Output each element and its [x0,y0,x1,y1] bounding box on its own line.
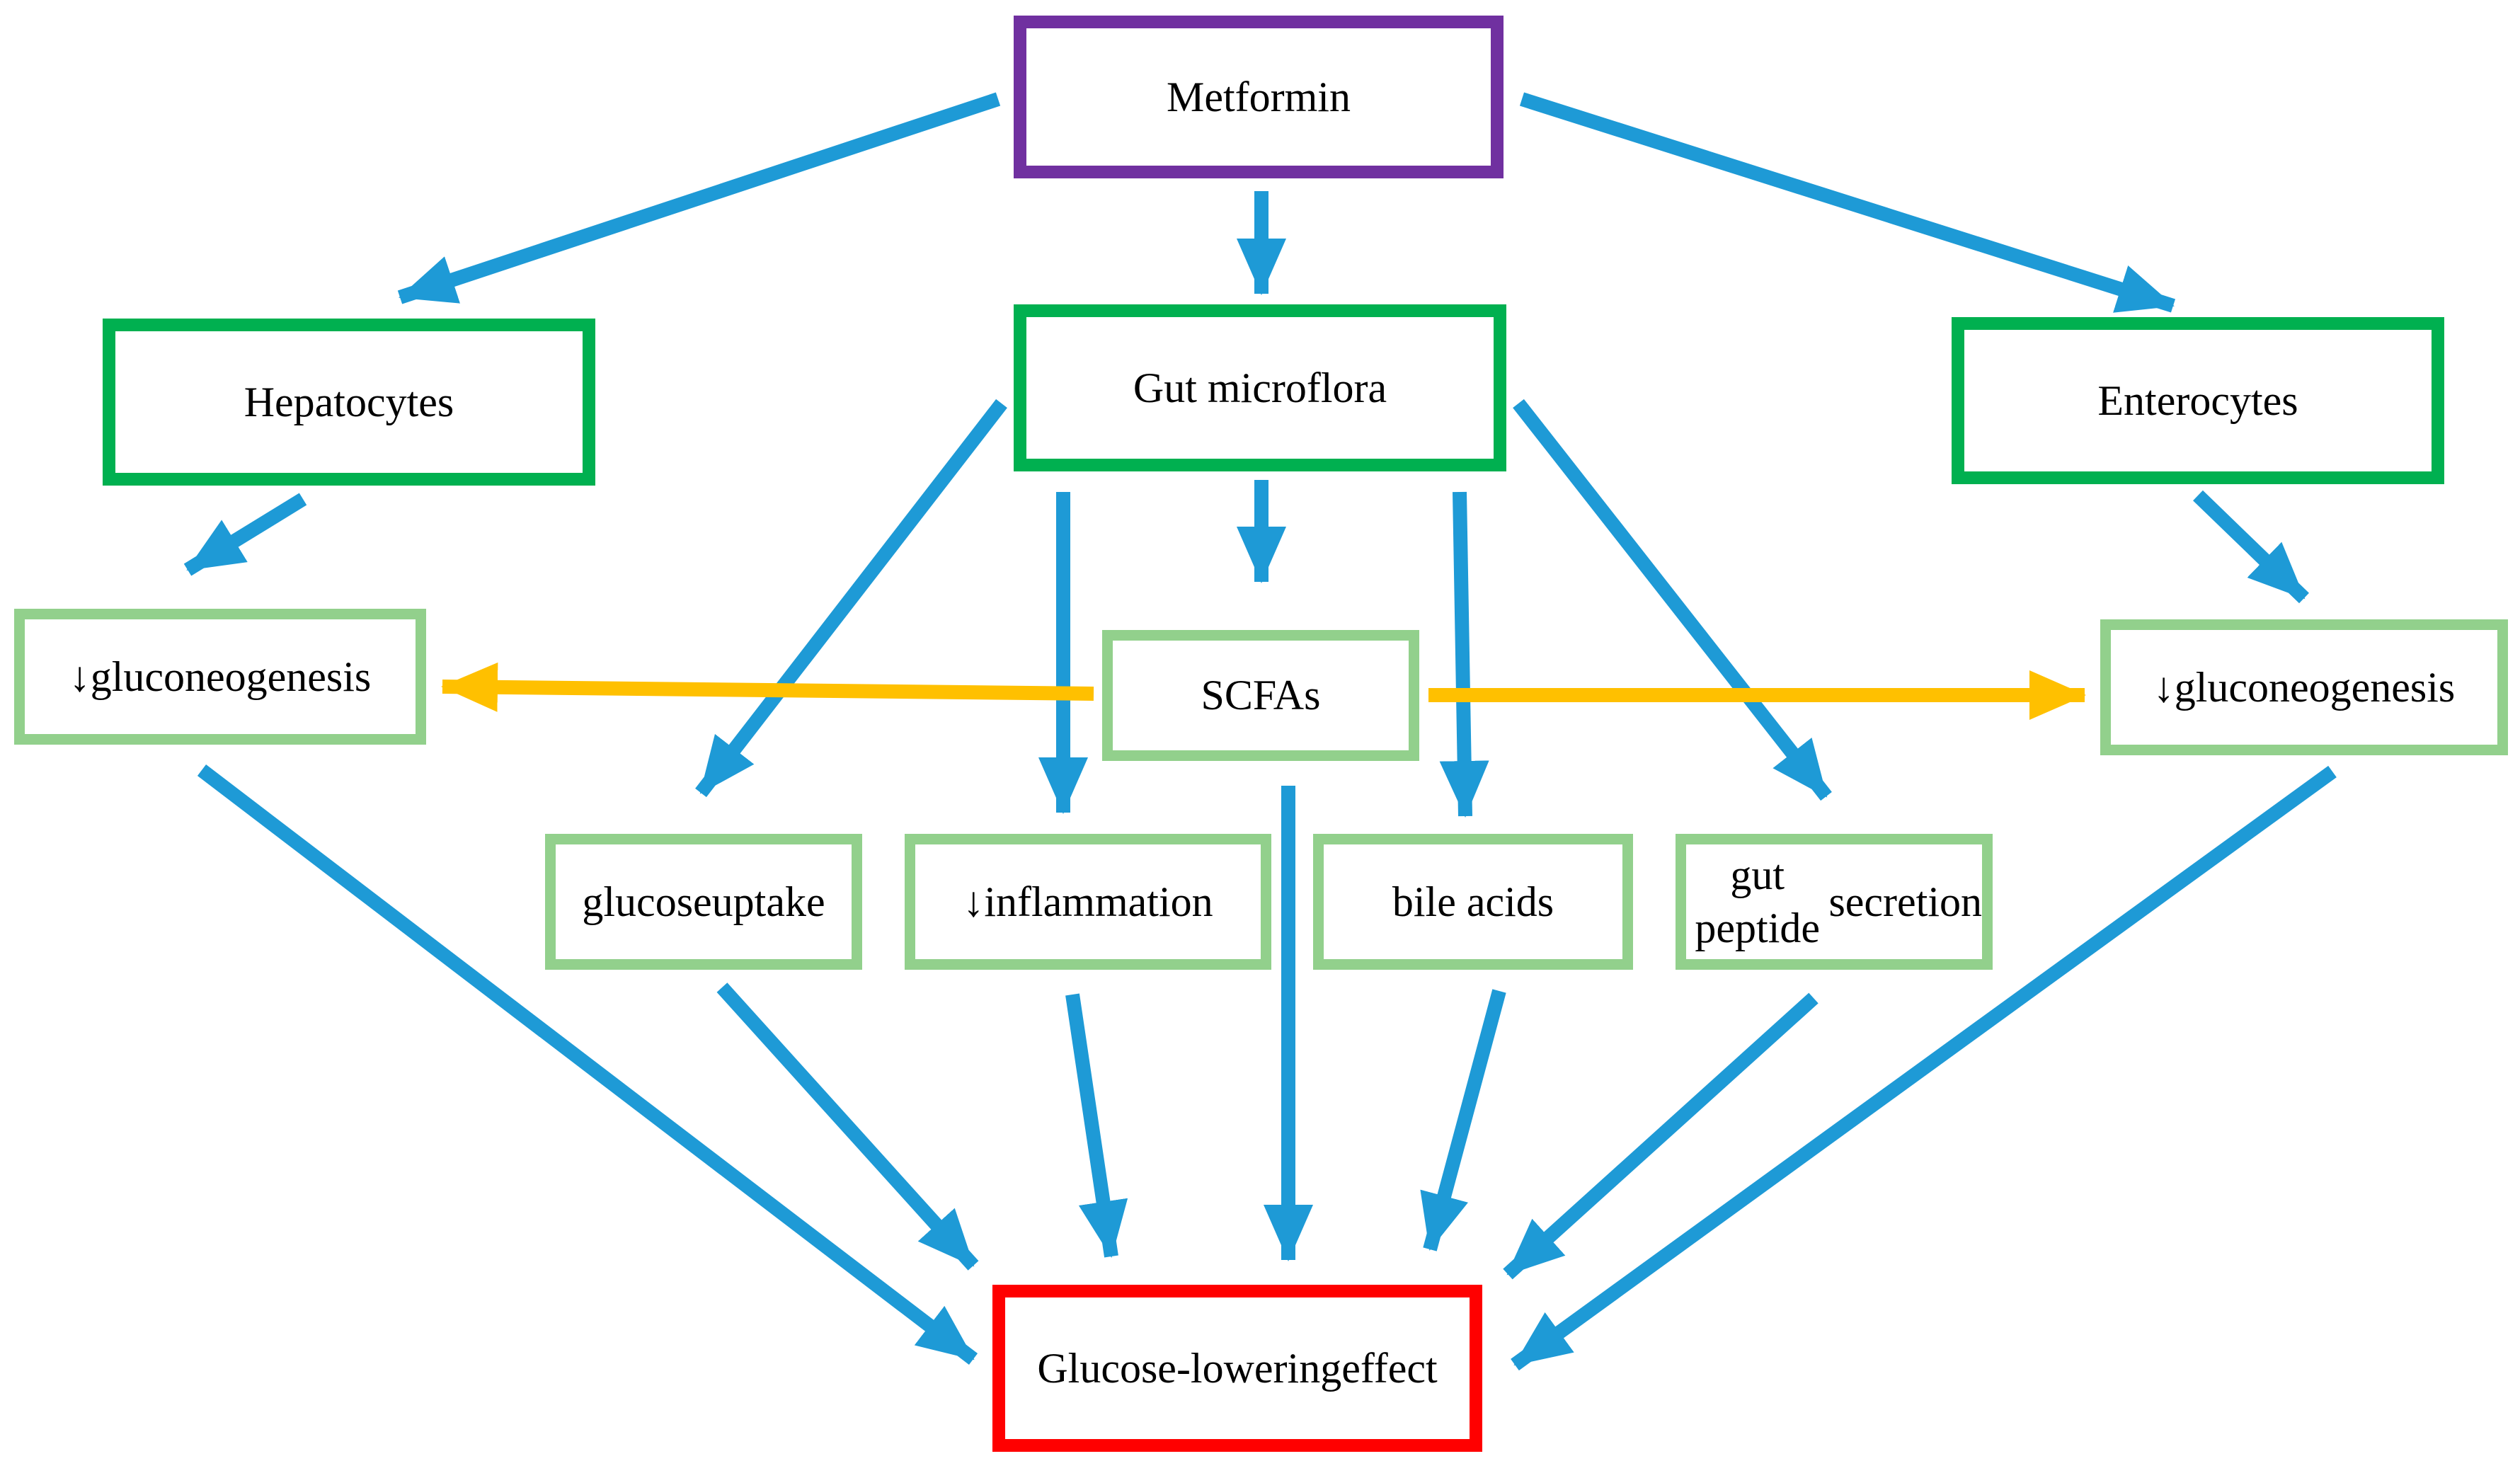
metformin-box: Metformin [1014,16,1504,178]
enterocytes-label: Enterocytes [2097,377,2298,424]
arrow-metformin-to-enterocytes [1519,92,2176,313]
gut-peptide-secretion-line2: secretion [1828,878,1982,925]
bile-acids-box: bile acids [1313,834,1633,970]
gut-peptide-secretion-line1: gut peptide [1695,852,1821,951]
glucose-uptake-box: glucose uptake [545,834,862,970]
arrow-gluconeogenesis-right-to-effect [1511,765,2337,1371]
arrow-metformin-to-hepatocytes [397,92,1001,304]
scfas-label: SCFAs [1201,672,1321,718]
scfas-box: SCFAs [1102,630,1419,761]
gluconeogenesis-left-box: ↓gluconeogenesis [14,609,426,745]
gut-microflora-box: Gut microflora [1014,304,1506,471]
metformin-label: Metformin [1167,73,1351,120]
gluconeogenesis-left-label: ↓gluconeogenesis [69,653,372,700]
gluconeogenesis-right-label: ↓gluconeogenesis [2153,663,2456,711]
glucose-uptake-line2: uptake [711,878,825,925]
hepatocytes-box: Hepatocytes [103,319,595,486]
arrow-inflammation-to-effect [1065,993,1128,1258]
arrow-glucose-uptake-to-effect [716,982,979,1271]
arrow-gut-microflora-to-gut-peptide [1513,399,1832,801]
gut-microflora-label: Gut microflora [1133,364,1387,411]
arrow-hepatocytes-to-gluconeogenesis-left [183,493,307,576]
arrow-gluconeogenesis-left-to-effect [197,764,978,1365]
arrow-enterocytes-to-gluconeogenesis-right [2193,490,2309,604]
glucose-lowering-line2: effect [1341,1344,1438,1392]
arrow-bile-acids-to-effect [1420,989,1506,1251]
glucose-lowering-effect-box: Glucose-lowering effect [992,1285,1482,1452]
arrow-gut-microflora-to-bile-acids [1439,491,1489,818]
arrow-scfas-to-gluconeogenesis-left [441,662,1094,712]
arrow-gut-peptide-to-effect [1503,992,1819,1280]
hepatocytes-label: Hepatocytes [244,378,454,425]
bile-acids-label: bile acids [1392,878,1554,925]
gluconeogenesis-right-box: ↓gluconeogenesis [2100,619,2508,755]
enterocytes-box: Enterocytes [1952,317,2444,484]
inflammation-box: ↓inflammation [905,834,1271,970]
glucose-uptake-line1: glucose [582,878,712,925]
arrow-gut-microflora-to-glucose-uptake [695,399,1007,798]
glucose-lowering-line1: Glucose-lowering [1037,1344,1342,1392]
inflammation-label: ↓inflammation [963,878,1213,925]
gut-peptide-secretion-box: gut peptide secretion [1676,834,1993,970]
